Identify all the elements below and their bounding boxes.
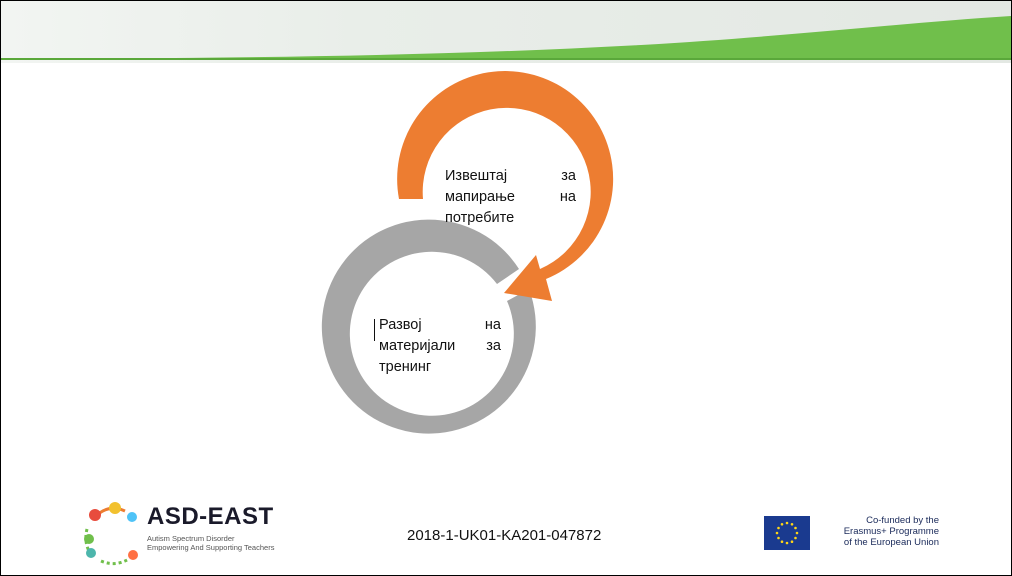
node-top-word: Извештај [445, 168, 508, 184]
node-bottom-word: материјали [379, 338, 456, 354]
node-top-word: за [561, 168, 576, 184]
asd-east-logo: ASD-EAST Autism Spectrum Disorder Empowe… [79, 501, 329, 567]
node-bottom-word: тренинг [379, 359, 432, 375]
asd-east-logo-icon [84, 502, 138, 566]
eu-cofunded-text: Co-funded by the Erasmus+ Programme of t… [813, 515, 939, 548]
node-bottom-word: на [484, 317, 501, 333]
node-top-word: мапирање [445, 189, 515, 205]
header-band [1, 1, 1011, 63]
asd-east-subtitle-1: Autism Spectrum Disorder [147, 534, 235, 543]
eu-stars-icon [775, 521, 799, 545]
text-cursor [374, 319, 375, 341]
node-bottom-word: за [486, 338, 501, 354]
eu-text-line: Co-funded by the [866, 515, 939, 526]
header-green-swoosh [1, 16, 1011, 59]
node-bottom-label: Развој на материјали за тренинг [379, 315, 501, 378]
bottom-ring [321, 219, 536, 434]
asd-east-subtitle-2: Empowering And Supporting Teachers [147, 543, 275, 552]
node-bottom-word: Развој [379, 317, 422, 333]
top-ring-arrow [397, 71, 614, 302]
eu-flag-icon [764, 516, 810, 550]
node-top-word: на [559, 189, 576, 205]
node-top-word: потребите [445, 210, 515, 226]
asd-east-title: ASD-EAST [147, 503, 274, 530]
node-top-label: Извештај за мапирање на потребите [445, 166, 576, 229]
eu-text-line: Erasmus+ Programme [843, 526, 939, 537]
eu-text-line: of the European Union [843, 537, 939, 548]
project-code: 2018-1-UK01-KA201-047872 [407, 527, 602, 544]
